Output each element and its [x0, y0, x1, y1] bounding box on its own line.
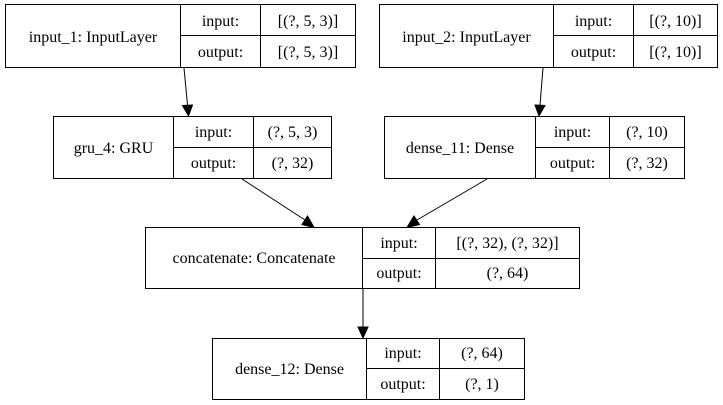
input-label: input:: [554, 124, 591, 141]
output-label: output:: [191, 155, 236, 172]
node-label: dense_11: Dense: [406, 140, 514, 157]
output-shape: [(?, 5, 3)]: [278, 44, 338, 61]
edge-concatenate-dense_12: [357, 289, 369, 340]
input-shape: (?, 5, 3): [268, 124, 318, 141]
input-shape: [(?, 10)]: [649, 13, 701, 30]
input-label: input:: [202, 13, 239, 30]
node-label: concatenate: Concatenate: [172, 250, 335, 267]
input-shape: [(?, 32), (?, 32)]: [456, 235, 558, 252]
output-label: output:: [571, 44, 616, 61]
node-concatenate: concatenate: Concatenate input: [(?, 32)…: [145, 227, 580, 289]
edge-dense_11-concatenate: [405, 178, 488, 229]
output-shape: (?, 64): [487, 265, 529, 282]
input-shape: [(?, 5, 3)]: [278, 13, 338, 30]
edge-gru_4-concatenate: [241, 178, 316, 229]
output-shape: [(?, 10)]: [649, 44, 701, 61]
node-dense_11: dense_11: Dense input: (?, 10) output: (…: [384, 116, 685, 179]
output-label: output:: [198, 44, 243, 61]
node-dense_12: dense_12: Dense input: (?, 64) output: (…: [212, 338, 525, 400]
input-label: input:: [384, 345, 421, 362]
input-label: input:: [380, 235, 417, 252]
node-input_2: input_2: InputLayer input: [(?, 10)] out…: [379, 4, 718, 68]
edge-input_1-gru_4: [181, 67, 194, 118]
node-label: dense_12: Dense: [235, 361, 344, 378]
output-shape: (?, 32): [272, 155, 314, 172]
output-label: output:: [380, 376, 425, 393]
input-shape: (?, 64): [461, 345, 503, 362]
input-label: input:: [575, 13, 612, 30]
output-label: output:: [376, 265, 421, 282]
input-shape: (?, 10): [626, 124, 668, 141]
output-label: output:: [550, 155, 595, 172]
node-label: input_1: InputLayer: [29, 29, 158, 46]
input-label: input:: [195, 124, 232, 141]
node-gru_4: gru_4: GRU input: (?, 5, 3) output: (?, …: [53, 116, 332, 179]
node-input_1: input_1: InputLayer input: [(?, 5, 3)] o…: [5, 4, 356, 68]
output-shape: (?, 32): [626, 155, 668, 172]
edge-input_2-dense_11: [534, 67, 546, 118]
output-shape: (?, 1): [465, 376, 499, 393]
node-label: input_2: InputLayer: [402, 29, 531, 46]
node-label: gru_4: GRU: [74, 140, 154, 157]
